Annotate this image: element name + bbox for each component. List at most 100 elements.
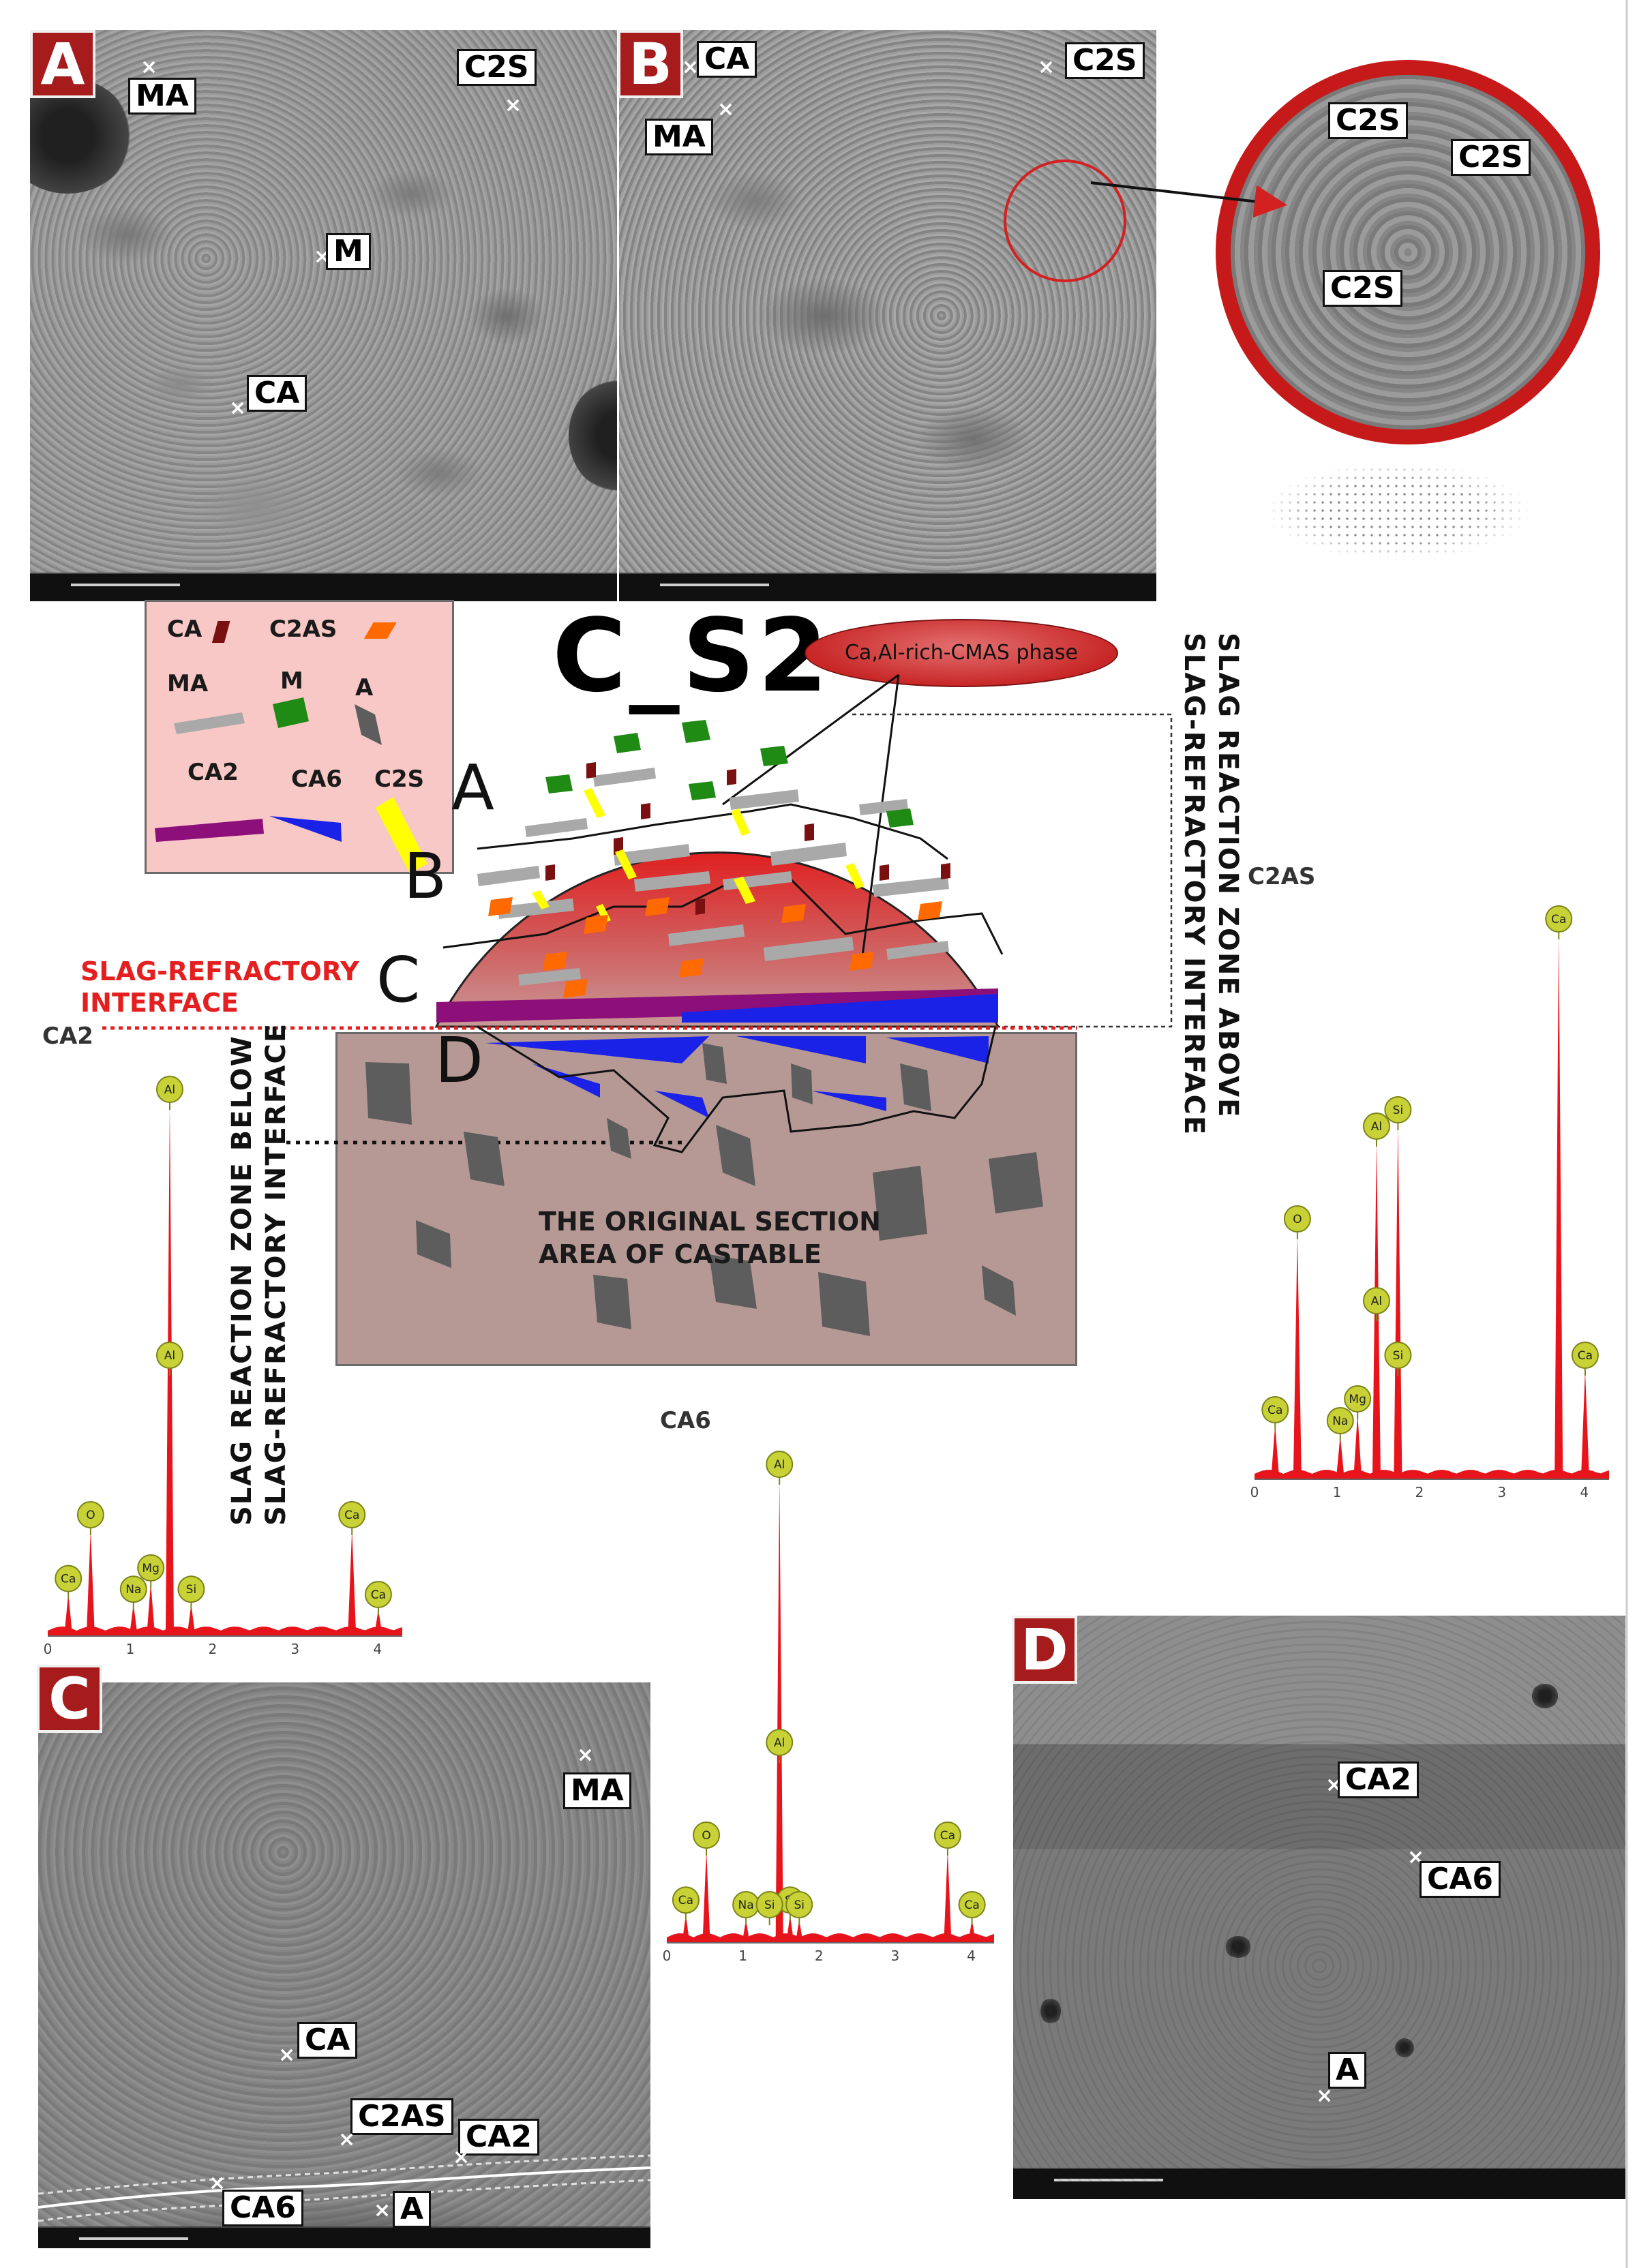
spectrum-tick-label: 0: [44, 1641, 52, 1657]
spectrum-tick-label: 3: [891, 1948, 900, 1964]
peak-element-label: Ca: [1545, 905, 1573, 939]
svg-text:Ca: Ca: [964, 1899, 979, 1912]
label-c2s: C2S: [1065, 42, 1145, 79]
scale-bar: [1013, 2168, 1625, 2199]
spectrum-tick-label: 4: [373, 1641, 382, 1657]
ca6-wedge: [736, 1036, 866, 1063]
spectrum-peak: [1555, 934, 1563, 1479]
marker: ×: [278, 2043, 296, 2067]
peak-element-label: Ca: [672, 1886, 700, 1921]
spectrum-tick-label: 1: [1333, 1484, 1342, 1500]
peak-element-label: Si: [177, 1575, 205, 1610]
spectrum-peak: [775, 1479, 783, 1943]
spectrum-peak: [1271, 1425, 1280, 1479]
label-ma: MA: [128, 78, 196, 115]
legend-ca: CA: [167, 616, 202, 643]
swatch-a: [355, 704, 382, 745]
label-ca: CA: [697, 41, 757, 78]
above-zone-label: SLAG REACTION ZONE ABOVE SLAG-REFRACTORY…: [1177, 633, 1245, 1136]
legend-m: M: [280, 667, 303, 695]
peak-element-label: Ca: [958, 1891, 986, 1925]
scale-bar: [619, 573, 1156, 601]
svg-text:Na: Na: [1332, 1415, 1348, 1428]
swatch-c2s: [376, 797, 427, 873]
peak-element-label: Si: [1384, 1342, 1412, 1376]
peak-element-label: O: [76, 1501, 104, 1535]
sem-micrograph-b: [619, 30, 1156, 601]
svg-text:Si: Si: [1393, 1104, 1404, 1117]
peak-element-label: Al: [766, 1729, 794, 1763]
ca6-wedge: [532, 1063, 600, 1098]
spectrum-peak: [968, 1920, 976, 1943]
svg-text:Al: Al: [1371, 1120, 1382, 1134]
peak-element-label: Na: [1326, 1407, 1354, 1441]
scale-bar: [38, 2226, 650, 2248]
dotted-pattern: [1220, 433, 1575, 590]
sem-micrograph-a: [30, 30, 617, 601]
label-c2s: C2S: [457, 49, 537, 86]
scale-bar: [30, 573, 617, 601]
peak-element-label: Al: [766, 1451, 794, 1485]
spectrum-tick-label: 1: [126, 1641, 135, 1657]
peak-element-label: Ca: [933, 1821, 961, 1856]
swatch-m: [273, 697, 309, 728]
svg-text:Si: Si: [1393, 1349, 1404, 1363]
legend-ca6: CA6: [291, 766, 342, 793]
zone-bracket: [852, 713, 1173, 1028]
panel-letter-d: D: [1012, 1616, 1077, 1684]
cmas-pointer: [722, 674, 899, 806]
spectrum-title-ca6: CA6: [660, 1407, 711, 1434]
spectrum-tick-label: 4: [967, 1948, 976, 1964]
peak-element-label: Mg: [1344, 1385, 1372, 1419]
castable-label-line1: THE ORIGINAL SECTION: [539, 1207, 881, 1237]
marker: ×: [682, 55, 700, 79]
svg-text:Al: Al: [164, 1083, 175, 1097]
swatch-ma: [174, 712, 245, 734]
zone-label-d: D: [435, 1024, 483, 1097]
svg-text:Na: Na: [738, 1899, 754, 1912]
interface-lines: [38, 2154, 650, 2222]
ca2-band: [436, 988, 998, 1023]
svg-text:Ca: Ca: [1551, 913, 1566, 926]
marker: ×: [374, 2198, 391, 2222]
svg-text:Al: Al: [1371, 1295, 1382, 1308]
peak-element-label: Al: [155, 1076, 183, 1110]
pore: [1395, 2038, 1414, 2057]
label-ca2: CA2: [1338, 1762, 1419, 1798]
svg-text:Al: Al: [164, 1349, 175, 1363]
spectrum-peak: [944, 1850, 952, 1943]
castable-label-line2: AREA OF CASTABLE: [539, 1239, 822, 1269]
ca6-wedge: [485, 1036, 709, 1063]
peak-element-label: Si: [1384, 1096, 1412, 1130]
peak-element-label: Ca: [55, 1564, 82, 1599]
svg-text:Si: Si: [764, 1899, 775, 1912]
svg-text:Ca: Ca: [61, 1573, 76, 1586]
spectrum-peak: [86, 1530, 95, 1636]
svg-text:Ca: Ca: [344, 1509, 359, 1522]
castable-block: [335, 1032, 1077, 1366]
legend-c2as: C2AS: [269, 616, 337, 643]
svg-text:Mg: Mg: [1349, 1393, 1366, 1406]
label-ca: CA: [297, 2022, 358, 2059]
interface-label-line1: SLAG-REFRACTORY: [80, 956, 359, 986]
spectrum-tick-label: 3: [1497, 1484, 1506, 1500]
panel-letter-c: C: [37, 1665, 102, 1733]
label-ma: MA: [645, 119, 713, 155]
spectrum-peak: [682, 1915, 690, 1943]
svg-text:Na: Na: [125, 1583, 141, 1597]
marker: ×: [577, 1743, 595, 1767]
label-c2s: C2S: [1323, 270, 1402, 307]
marker: ×: [1038, 55, 1055, 79]
label-ca6: CA6: [222, 2190, 303, 2226]
legend-ca2: CA2: [187, 759, 239, 786]
panel-letter-a: A: [30, 30, 95, 98]
above-zone-line1: SLAG REACTION ZONE ABOVE: [1212, 633, 1244, 1119]
c2as-grains: [488, 897, 942, 998]
spectrum-tick-label: 0: [1250, 1484, 1259, 1500]
svg-text:Ca: Ca: [940, 1829, 955, 1843]
swatch-ca6: [269, 816, 342, 842]
marker: ×: [338, 2128, 356, 2151]
label-c2as: C2AS: [350, 2098, 453, 2135]
